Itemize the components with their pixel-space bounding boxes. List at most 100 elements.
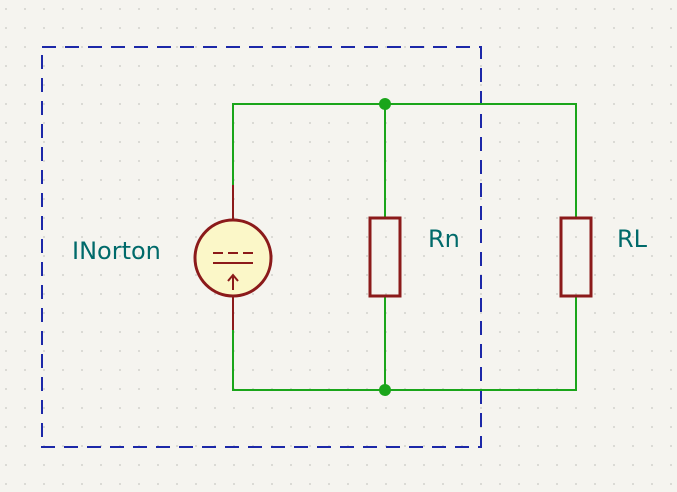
grid-dot (594, 426, 596, 428)
grid-dot (423, 293, 425, 295)
grid-dot (214, 65, 216, 67)
arrow-up-icon (227, 273, 239, 282)
grid-dot (518, 312, 520, 314)
source-body (193, 218, 273, 298)
grid-dot (670, 217, 672, 219)
grid-dot (271, 141, 273, 143)
grid-dot (24, 65, 26, 67)
grid-dot (100, 198, 102, 200)
grid-dot (328, 312, 330, 314)
grid-dot (100, 179, 102, 181)
grid-dot (594, 293, 596, 295)
grid-dot (442, 312, 444, 314)
grid-dot (632, 179, 634, 181)
grid-dot (62, 312, 64, 314)
grid-dot (138, 27, 140, 29)
grid-dot (290, 350, 292, 352)
grid-dot (5, 369, 7, 371)
grid-dot (347, 483, 349, 485)
grid-dot (537, 65, 539, 67)
grid-dot (119, 122, 121, 124)
grid-dot (537, 350, 539, 352)
grid-dot (632, 8, 634, 10)
grid-dot (632, 483, 634, 485)
grid-dot (385, 236, 387, 238)
grid-dot (5, 331, 7, 333)
grid-dot (328, 236, 330, 238)
grid-dot (632, 407, 634, 409)
grid-dot (670, 236, 672, 238)
current-source-inorton[interactable] (193, 185, 273, 330)
grid-dot (613, 369, 615, 371)
grid-dot (575, 46, 577, 48)
grid-dot (24, 388, 26, 390)
grid-dot (404, 122, 406, 124)
grid-dot (594, 483, 596, 485)
grid-dot (366, 122, 368, 124)
grid-dot (271, 160, 273, 162)
grid-dot (252, 179, 254, 181)
grid-dot (556, 27, 558, 29)
grid-dot (5, 388, 7, 390)
grid-dot (632, 236, 634, 238)
grid-dot (499, 350, 501, 352)
grid-dot (480, 293, 482, 295)
grid-dot (290, 160, 292, 162)
grid-dot (43, 483, 45, 485)
grid-dot (157, 160, 159, 162)
grid-dot (100, 350, 102, 352)
grid-dot (62, 331, 64, 333)
grid-dot (24, 217, 26, 219)
grid-dot (556, 84, 558, 86)
grid-dot (5, 84, 7, 86)
grid-dot (347, 65, 349, 67)
grid-dot (214, 141, 216, 143)
grid-dot (632, 464, 634, 466)
grid-dot (518, 274, 520, 276)
grid-dot (214, 103, 216, 105)
resistor-rl[interactable] (559, 216, 593, 298)
grid-dot (594, 236, 596, 238)
grid-dot (480, 27, 482, 29)
grid-dot (385, 483, 387, 485)
grid-dot (5, 426, 7, 428)
grid-dot (556, 255, 558, 257)
grid-dot (613, 198, 615, 200)
grid-dot (461, 236, 463, 238)
grid-dot (252, 350, 254, 352)
grid-dot (613, 445, 615, 447)
grid-dot (366, 84, 368, 86)
grid-dot (499, 84, 501, 86)
grid-dot (309, 350, 311, 352)
grid-dot (651, 198, 653, 200)
grid-dot (499, 407, 501, 409)
grid-dot (480, 407, 482, 409)
grid-dot (138, 122, 140, 124)
grid-dot (100, 8, 102, 10)
grid-dot (347, 464, 349, 466)
grid-dot (385, 8, 387, 10)
grid-dot (100, 160, 102, 162)
grid-dot (176, 141, 178, 143)
grid-dot (537, 179, 539, 181)
resistor-rn[interactable] (368, 216, 402, 298)
grid-dot (613, 141, 615, 143)
grid-dot (195, 103, 197, 105)
grid-dot (252, 407, 254, 409)
grid-dot (138, 255, 140, 257)
grid-dot (480, 84, 482, 86)
grid-dot (195, 65, 197, 67)
grid-dot (81, 27, 83, 29)
grid-dot (5, 65, 7, 67)
grid-dot (62, 8, 64, 10)
grid-dot (43, 426, 45, 428)
grid-dot (404, 46, 406, 48)
grid-dot (347, 217, 349, 219)
grid-dot (651, 179, 653, 181)
grid-dot (195, 8, 197, 10)
grid-dot (499, 160, 501, 162)
grid-dot (309, 407, 311, 409)
grid-dot (309, 198, 311, 200)
rl-label: RL (617, 225, 648, 253)
